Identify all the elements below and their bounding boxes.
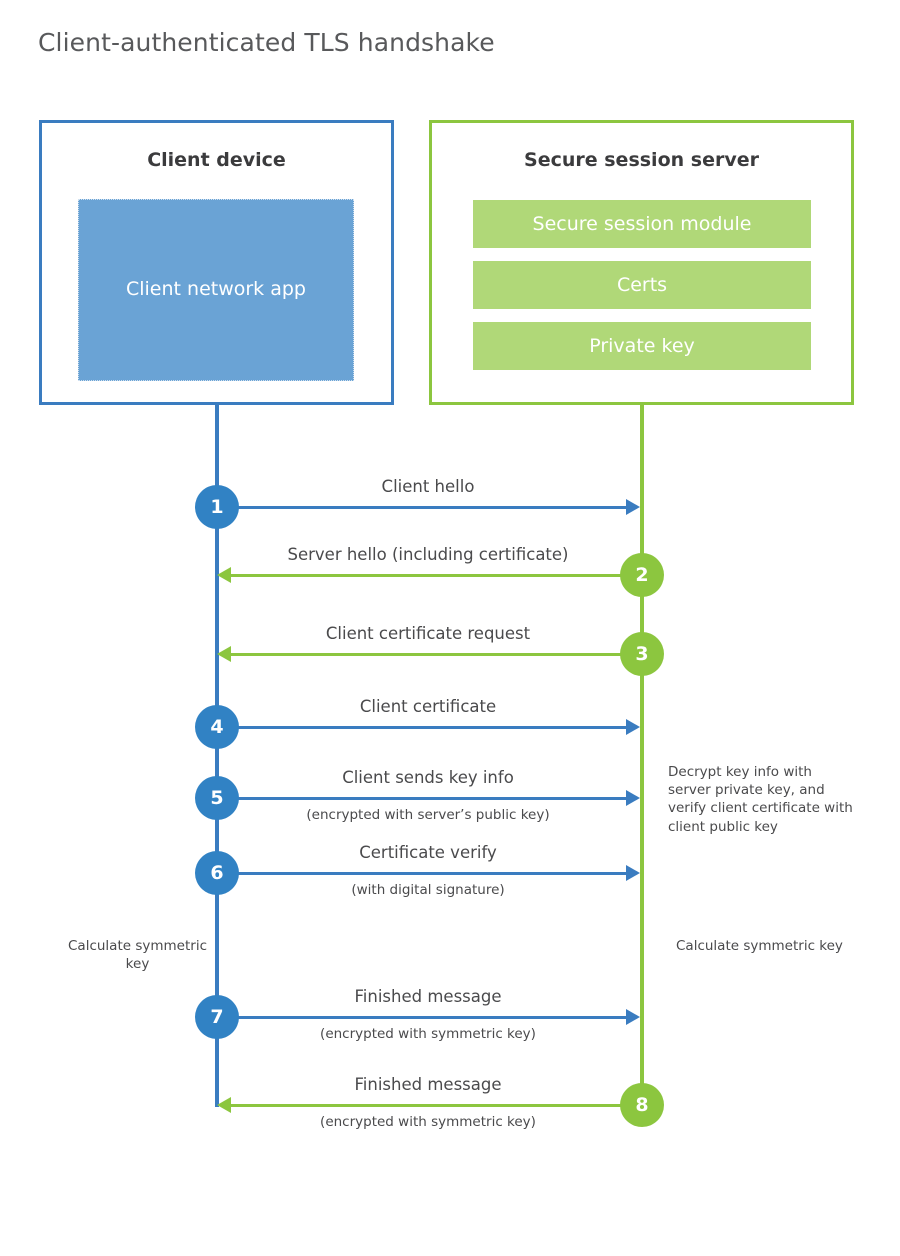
message-label-6: Certificate verify (359, 843, 497, 862)
message-arrow-line-2 (231, 574, 642, 577)
message-sublabel-8: (encrypted with symmetric key) (320, 1114, 536, 1130)
client-lifeline (215, 403, 219, 1107)
message-sublabel-5: (encrypted with server’s public key) (306, 807, 550, 823)
arrow-head-left-icon (217, 1097, 231, 1113)
message-arrow-line-5 (217, 797, 626, 800)
server-module-stack: Secure session module Certs Private key (473, 200, 811, 370)
secure-session-server-title: Secure session server (524, 149, 759, 171)
note-calculate-symmetric-key-client: Calculate symmetric key (68, 938, 207, 973)
arrow-head-right-icon (626, 865, 640, 881)
message-label-5: Client sends key info (342, 768, 514, 787)
message-label-8: Finished message (354, 1075, 502, 1094)
message-arrow-line-3 (231, 653, 642, 656)
page-title: Client-authenticated TLS handshake (38, 28, 495, 57)
arrow-head-right-icon (626, 790, 640, 806)
client-device-title: Client device (147, 149, 286, 171)
step-circle-4: 4 (195, 705, 239, 749)
message-label-1: Client hello (381, 477, 475, 496)
message-label-7: Finished message (354, 987, 502, 1006)
arrow-head-right-icon (626, 499, 640, 515)
message-sublabel-6: (with digital signature) (351, 882, 505, 898)
server-module-secure-session-module: Secure session module (473, 200, 811, 248)
arrow-head-right-icon (626, 719, 640, 735)
arrow-head-left-icon (217, 567, 231, 583)
message-arrow-line-8 (231, 1104, 642, 1107)
step-circle-7: 7 (195, 995, 239, 1039)
message-arrow-line-6 (217, 872, 626, 875)
secure-session-server-box: Secure session server Secure session mod… (429, 120, 854, 405)
step-circle-5: 5 (195, 776, 239, 820)
note-calculate-symmetric-key-server: Calculate symmetric key (676, 938, 843, 954)
message-arrow-line-7 (217, 1016, 626, 1019)
message-arrow-line-1 (217, 506, 626, 509)
message-label-4: Client certificate (359, 697, 497, 716)
step-circle-8: 8 (620, 1083, 664, 1127)
server-module-certs: Certs (473, 261, 811, 309)
message-label-2: Server hello (including certificate) (287, 545, 569, 564)
step-circle-1: 1 (195, 485, 239, 529)
arrow-head-right-icon (626, 1009, 640, 1025)
client-device-box: Client device Client network app (39, 120, 394, 405)
message-sublabel-7: (encrypted with symmetric key) (320, 1026, 536, 1042)
step-circle-2: 2 (620, 553, 664, 597)
step-circle-3: 3 (620, 632, 664, 676)
message-label-3: Client certificate request (325, 624, 531, 643)
message-arrow-line-4 (217, 726, 626, 729)
note-decrypt-key-info: Decrypt key info with server private key… (668, 764, 853, 835)
client-network-app-block: Client network app (78, 199, 354, 381)
arrow-head-left-icon (217, 646, 231, 662)
server-lifeline (640, 403, 644, 1107)
server-module-private-key: Private key (473, 322, 811, 370)
step-circle-6: 6 (195, 851, 239, 895)
